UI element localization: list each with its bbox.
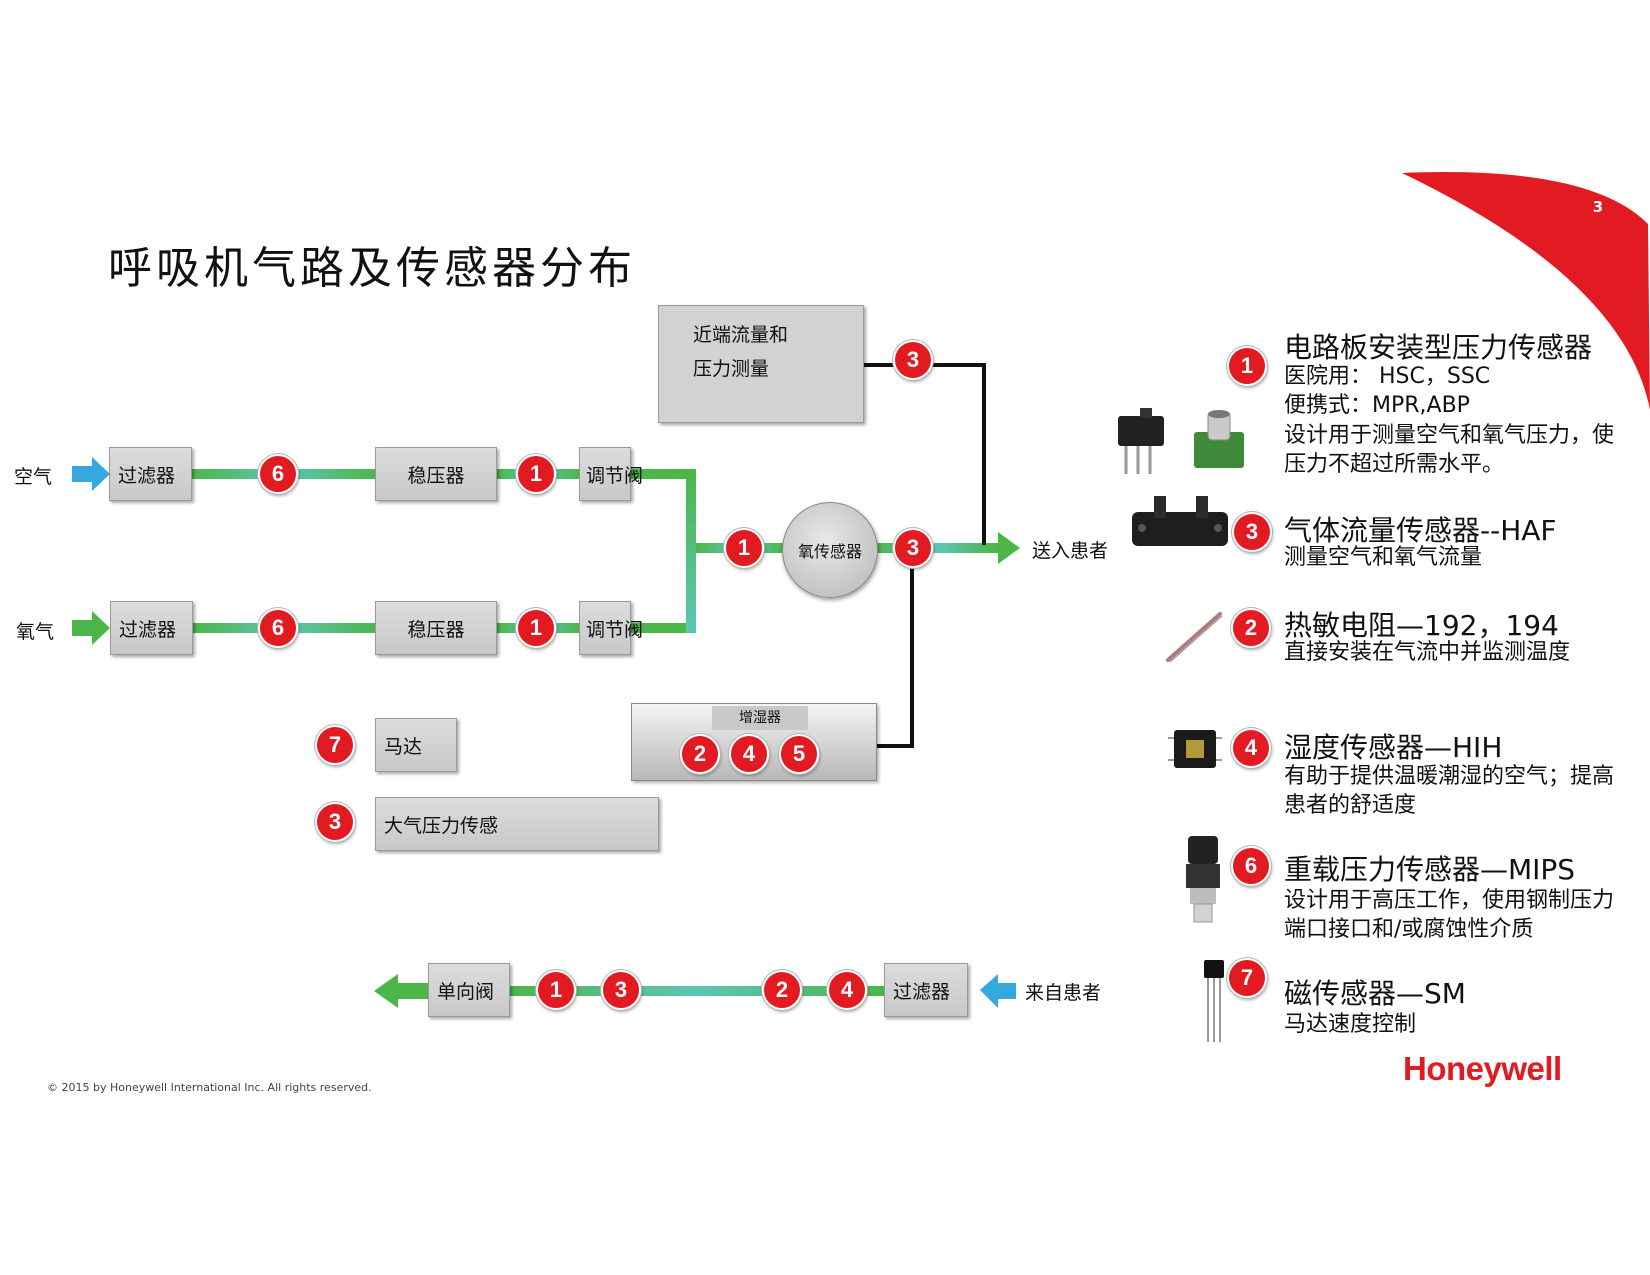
oxygen-filter-box: 过滤器 [110,601,193,655]
page-title: 呼吸机气路及传感器分布 [108,243,636,294]
humidifier-label: 增湿器 [712,706,808,730]
badge-air-pressure-1: 1 [516,454,556,494]
air-valve-box: 调节阀 [579,447,643,501]
outlet-arrow [998,532,1020,564]
from-patient-label: 来自患者 [1025,982,1102,1004]
badge-oxygen-pressure-1: 1 [516,608,556,648]
legend-desc-1b: 便携式：MPR,ABP [1284,393,1470,418]
badge-return-1: 1 [536,970,576,1010]
to-patient-label: 送入患者 [1032,540,1109,562]
proximal-line-1: 近端流量和 [693,324,789,346]
legend-badge-6: 6 [1231,846,1271,886]
legend-desc-1d: 压力不超过所需水平。 [1284,452,1505,477]
legend-badge-4: 4 [1231,728,1271,768]
badge-proximal-3: 3 [893,340,933,380]
legend-desc-7a: 马达速度控制 [1284,1012,1417,1037]
patient-return-arrow [980,974,1016,1008]
board-mount-pressure-sensor-icon [1118,408,1244,474]
oxygen-valve-box: 调节阀 [579,601,643,655]
airflow-sensor-icon [1132,496,1228,546]
air-label: 空气 [14,466,53,488]
legend-desc-2a: 直接安装在气流中并监测温度 [1284,640,1571,665]
legend-title-2: 热敏电阻—192，194 [1284,609,1559,642]
page-number: 3 [1592,198,1604,216]
badge-merge-1: 1 [724,528,764,568]
barometric-box: 大气压力传感 [375,797,659,851]
badge-motor-7: 7 [315,725,355,765]
check-valve-box: 单向阀 [428,963,510,1017]
oxygen-sensor-circle: 氧传感器 [782,502,878,598]
legend-desc-6a: 设计用于高压工作，使用钢制压力 [1284,888,1615,913]
proximal-connection [864,363,986,545]
manifold-vertical [686,469,696,633]
oxygen-regulator-box: 稳压器 [375,601,497,655]
humidity-sensor-chip-icon [1168,730,1222,768]
oxygen-arrow [72,611,110,645]
legend-desc-1c: 设计用于测量空气和氧气压力，使 [1284,423,1615,448]
badge-return-3: 3 [601,970,641,1010]
air-valve-out [629,469,694,479]
legend-title-3: 气体流量传感器--HAF [1284,514,1557,547]
legend-desc-1a: 医院用： HSC，SSC [1284,364,1491,389]
legend-badge-7: 7 [1227,958,1267,998]
proximal-flow-box: 近端流量和 压力测量 [658,305,864,423]
legend-desc-4a: 有助于提供温暖潮湿的空气；提高 [1284,764,1615,789]
oxy-valve-out [629,623,694,633]
badge-humidifier-2: 2 [680,734,720,774]
return-filter-box: 过滤器 [884,963,968,1017]
proximal-line-2: 压力测量 [693,358,770,380]
humidifier-connection [877,552,914,748]
legend-badge-3: 3 [1232,512,1272,552]
badge-air-pressure-6: 6 [258,454,298,494]
legend-desc-4b: 患者的舒适度 [1284,793,1417,818]
air-filter-box: 过滤器 [109,447,192,501]
hall-effect-sensor-icon [1204,960,1224,1042]
legend-title-1: 电路板安装型压力传感器 [1284,331,1593,364]
honeywell-logo: Honeywell [1403,1050,1562,1087]
oxygen-label: 氧气 [16,621,55,643]
badge-return-2: 2 [762,970,802,1010]
legend-title-7: 磁传感器—SM [1284,977,1466,1010]
corner-swoosh [1402,172,1650,410]
badge-outlet-3: 3 [893,528,933,568]
outlet-line [874,543,998,553]
air-arrow [72,457,110,491]
legend-title-4: 湿度传感器—HIH [1284,731,1503,764]
badge-humidifier-5: 5 [779,734,819,774]
legend-desc-3a: 测量空气和氧气流量 [1284,545,1483,570]
legend-desc-6b: 端口接口和/或腐蚀性介质 [1284,917,1534,942]
badge-oxygen-pressure-6: 6 [258,608,298,648]
motor-box: 马达 [375,718,457,772]
air-regulator-box: 稳压器 [375,447,497,501]
legend-title-6: 重载压力传感器—MIPS [1284,853,1576,886]
badge-return-4: 4 [827,970,867,1010]
badge-barometric-3: 3 [315,802,355,842]
heavy-duty-pressure-transducer-icon [1186,836,1220,923]
legend-badge-2: 2 [1231,608,1271,648]
copyright-text: © 2015 by Honeywell International Inc. A… [47,1081,372,1094]
thermistor-probe-icon [1166,612,1223,663]
legend-badge-1: 1 [1227,346,1267,386]
badge-humidifier-4: 4 [729,734,769,774]
return-arrow [374,974,428,1008]
return-flow-line [508,986,886,996]
